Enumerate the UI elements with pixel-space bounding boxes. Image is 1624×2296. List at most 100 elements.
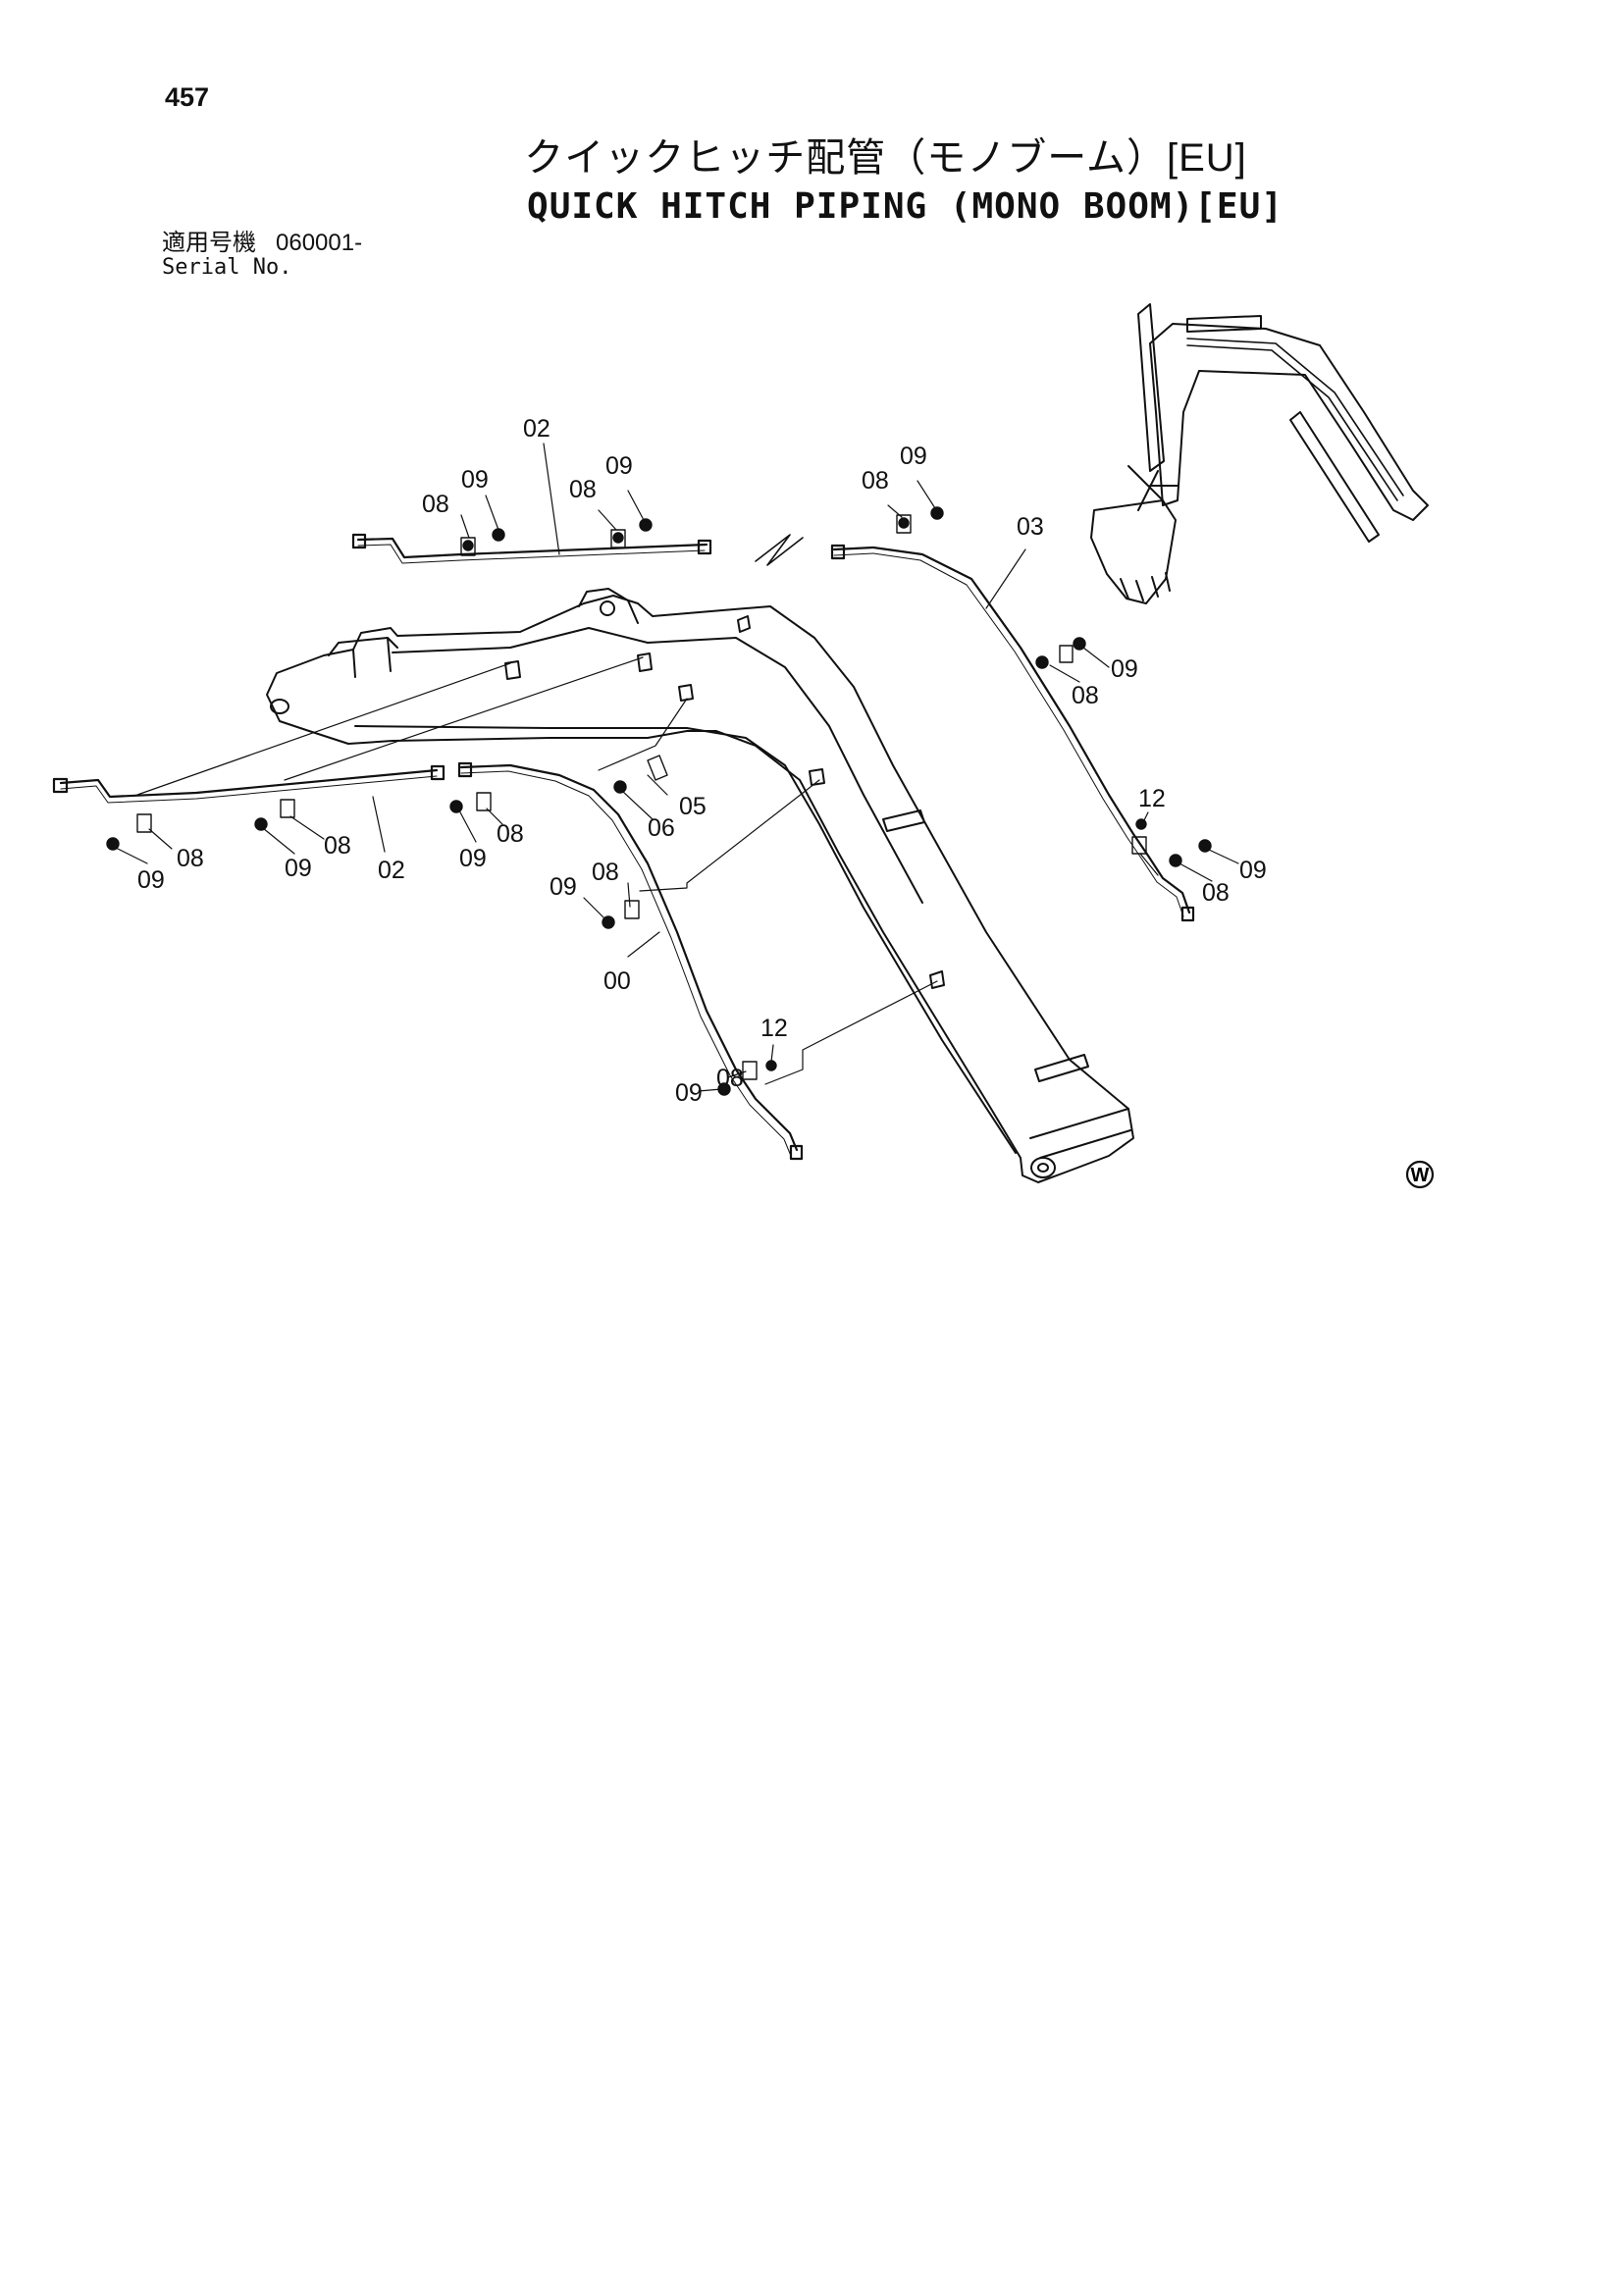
leader-line (985, 548, 1026, 609)
leader-line (1142, 811, 1149, 823)
title-japanese: クイックヒッチ配管（モノブーム）[EU] (524, 136, 1247, 180)
callout-08: 08 (592, 859, 619, 886)
leader-line (1179, 862, 1213, 882)
inset-piping (1186, 338, 1404, 501)
callout-labels: 02 09 08 09 08 09 08 03 09 08 12 09 08 0… (137, 415, 1267, 1107)
bolt (1169, 854, 1182, 867)
boom-clamp-bracket-2 (637, 652, 653, 672)
bolt (1135, 818, 1147, 830)
callout-00: 00 (603, 967, 631, 995)
clamp (742, 1061, 758, 1080)
leader-line (647, 774, 668, 796)
routing-line-1 (136, 662, 511, 796)
bolt (462, 540, 474, 551)
callout-02-bottom: 02 (378, 857, 405, 884)
bolt (492, 528, 505, 542)
pipe-lower-02 (59, 768, 439, 799)
bolt (254, 817, 268, 831)
inset-linkage (1127, 465, 1179, 511)
bolt (930, 506, 944, 520)
pipes (52, 533, 1195, 1161)
bolt-group-lower-mid (449, 755, 668, 813)
bolt (613, 780, 627, 794)
pipe-fitting-end-4 (52, 777, 69, 794)
callout-08: 08 (862, 467, 889, 495)
callout-08: 08 (1202, 879, 1230, 907)
serial-label-jp: 適用号機 (162, 230, 256, 256)
w-emblem-circle (1405, 1160, 1435, 1189)
routing-line-2 (284, 656, 644, 781)
boom-clamp-bracket-3 (678, 684, 694, 702)
title-english: QUICK HITCH PIPING (MONO BOOM)[EU] (527, 186, 1283, 227)
callout-08: 08 (497, 820, 524, 848)
clamp (1059, 645, 1074, 663)
callout-08: 08 (422, 491, 449, 518)
bolt-group-lower-left (106, 799, 295, 851)
pipe-03-shadow (833, 552, 1184, 917)
boom (266, 588, 1134, 1183)
callout-08: 08 (1072, 682, 1099, 709)
excavator-inset (1090, 303, 1429, 604)
clamp (896, 514, 912, 534)
leader-line (458, 809, 477, 843)
serial-row-jp: 適用号機 060001- (162, 231, 362, 255)
pipe-00-shadow (460, 770, 792, 1157)
bolt-group-center (602, 900, 640, 929)
w-emblem-icon: W (1405, 1160, 1435, 1189)
clamp-bolts (106, 506, 1212, 1096)
inset-arm-cylinder (1186, 315, 1262, 333)
serial-value: 060001- (276, 230, 363, 256)
leader-line (583, 897, 605, 919)
leader-line (887, 504, 903, 518)
bolt (449, 800, 463, 813)
boom-nose-pin-inner (1037, 1163, 1049, 1173)
leader-line (372, 796, 386, 853)
leader-line (262, 827, 295, 855)
pipe-fitting-end-3 (830, 544, 846, 560)
inset-bucket (1090, 499, 1177, 604)
leader-line (485, 495, 499, 531)
callout-09: 09 (459, 845, 487, 872)
bolt (639, 518, 653, 532)
bolt-group-upper-mid (610, 518, 653, 548)
pipe-fitting-end-7 (1180, 906, 1195, 922)
clamp (136, 813, 152, 833)
bolt (602, 915, 615, 929)
callout-09: 09 (1239, 857, 1267, 884)
leader-line (289, 815, 325, 840)
inset-boom (1149, 323, 1429, 521)
callout-02-top: 02 (523, 415, 550, 443)
pipe-fitting-end-5 (430, 764, 445, 781)
boom-top-clip (737, 615, 751, 633)
leader-line (727, 1070, 747, 1078)
callout-09: 09 (137, 866, 165, 894)
callout-08: 08 (716, 1065, 744, 1092)
callout-05: 05 (679, 793, 707, 820)
callout-08: 08 (177, 845, 204, 872)
bolt (1073, 637, 1086, 651)
routing-line-4 (639, 779, 820, 892)
clamp (280, 799, 295, 818)
leader-line (1139, 853, 1159, 876)
boom-foot-pin (270, 699, 289, 714)
leader-line (543, 443, 560, 555)
bolt (106, 837, 120, 851)
callout-leaders (115, 443, 1239, 1092)
callout-08: 08 (569, 476, 597, 503)
routing-lines (136, 656, 938, 1085)
pipe-00 (459, 763, 799, 1152)
page-number: 457 (165, 82, 210, 112)
pipe-upper-02 (356, 537, 708, 559)
routing-line-5 (764, 980, 938, 1085)
leader-line (486, 808, 503, 825)
leader-line (770, 1044, 774, 1063)
clamp (610, 529, 626, 548)
callout-09: 09 (1111, 655, 1138, 683)
clamp (460, 537, 476, 556)
bolt (898, 517, 910, 529)
leader-line (1208, 849, 1239, 864)
callout-12: 12 (760, 1015, 788, 1042)
callout-12: 12 (1138, 785, 1166, 812)
boom-nose (1029, 1108, 1131, 1159)
